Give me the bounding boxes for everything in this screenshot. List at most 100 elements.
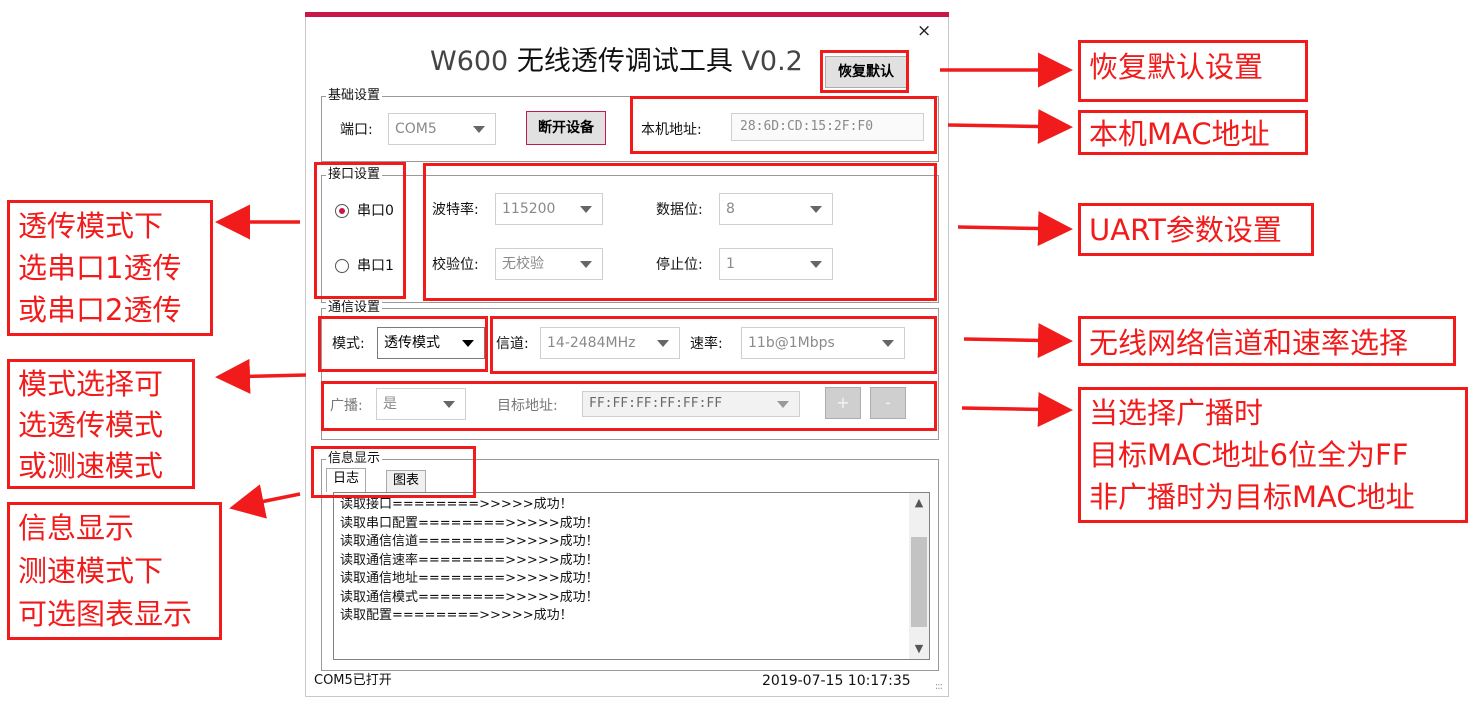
port-value: COM5 [395,121,437,137]
title-version: V0.2 [741,46,803,77]
highlight-interface-radios [314,162,406,299]
highlight-broadcast-target [321,381,937,431]
callout-info-display-line: 可选图表显示 [18,597,193,631]
rate-select[interactable]: 11b@1Mbps [741,327,905,359]
remove-address-button[interactable]: - [870,387,906,419]
callout-port-select-line: 或串口2透传 [18,293,182,327]
tab-log[interactable]: 日志 [326,468,367,492]
mode-label: 模式: [332,336,365,352]
log-output[interactable]: 读取接口========>>>>>成功！ 读取串口配置========>>>>>… [333,492,930,660]
log-line: 读取通信模式========>>>>>成功！ [340,589,599,605]
databits-value: 8 [726,201,735,217]
callout-port-select-line: 透传模式下 [18,209,164,243]
callout-port-select: 透传模式下 选串口1透传 或串口2透传 [7,200,213,336]
resize-grip-icon[interactable]: ::: [934,681,943,692]
title-main: 无线透传调试工具 [516,46,733,77]
baud-value: 115200 [502,201,556,217]
log-line: 读取通信地址========>>>>>成功！ [340,571,599,586]
basic-settings-legend: 基础设置 [326,88,383,104]
log-line: 读取串口配置========>>>>>成功！ [340,515,599,531]
chevron-down-icon [473,126,485,133]
chevron-down-icon [810,206,822,213]
log-line: 读取配置========>>>>>成功！ [340,608,573,623]
log-list: 读取接口========>>>>>成功！ 读取串口配置========>>>>>… [340,496,599,626]
chevron-down-icon[interactable]: ▼ [914,642,924,655]
callout-broadcast-line: 目标MAC地址6位全为FF [1089,438,1409,472]
parity-select[interactable]: 无校验 [495,248,603,280]
chevron-down-icon [777,401,789,408]
callout-mode-select-line: 模式选择可 [18,367,164,401]
arrow-wireless [963,322,1073,358]
rate-label: 速率: [690,336,723,352]
target-address-label: 目标地址: [497,398,558,414]
radio-uart1-label: 串口1 [357,258,394,274]
callout-info-display: 信息显示 测速模式下 可选图表显示 [7,502,222,640]
log-scrollbar[interactable]: ▲ ▼ [909,493,929,659]
status-datetime: 2019-07-15 10:17:35 [762,673,911,689]
info-display-group: 信息显示 [321,451,939,671]
callout-wireless: 无线网络信道和速率选择 [1078,316,1456,366]
comm-settings-group: 通信设置 [321,300,939,440]
callout-port-select-line: 选串口1透传 [18,251,182,285]
tab-chart[interactable]: 图表 [386,470,427,492]
close-icon[interactable]: × [917,21,932,41]
highlight-uart-params [423,163,937,301]
channel-select[interactable]: 14-2484MHz [540,327,680,359]
broadcast-select[interactable]: 是 [376,388,466,420]
arrow-info-display [229,484,301,519]
callout-mac: 本机MAC地址 [1078,110,1308,155]
chevron-up-icon[interactable]: ▲ [914,496,924,509]
radio-uart0-label: 串口0 [357,203,394,219]
channel-value: 14-2484MHz [547,335,636,351]
status-port-state: COM5已打开 [314,673,392,688]
chevron-down-icon [810,261,822,268]
add-address-button[interactable]: + [825,387,861,419]
radio-uart1[interactable] [335,259,349,273]
callout-broadcast-line: 非广播时为目标MAC地址 [1089,480,1415,514]
callout-mode-select: 模式选择可 选透传模式 或测速模式 [7,359,195,489]
mac-address-field: 28:6D:CD:15:2F:F0 [731,113,924,141]
baud-select[interactable]: 115200 [495,193,603,225]
target-address-select[interactable]: FF:FF:FF:FF:FF:FF [582,391,800,417]
mode-value: 透传模式 [384,335,440,351]
arrow-uart [957,210,1073,246]
mode-select[interactable]: 透传模式 [377,327,485,359]
databits-label: 数据位: [656,202,703,218]
chevron-down-icon [462,340,474,347]
radio-uart0[interactable] [335,204,349,218]
port-label: 端口: [340,122,373,138]
disconnect-device-button[interactable]: 断开设备 [526,111,606,145]
mac-label: 本机地址: [641,122,702,138]
chevron-down-icon [882,340,894,347]
reset-defaults-button[interactable]: 恢复默认 [825,56,907,88]
arrow-mode-select [215,358,307,394]
log-line: 读取接口========>>>>>成功！ [340,497,573,512]
info-display-legend: 信息显示 [326,451,383,467]
scrollbar-thumb[interactable] [911,537,927,627]
chevron-down-icon [580,206,592,213]
channel-label: 信道: [496,336,529,352]
chevron-down-icon [443,401,455,408]
highlight-mode [318,316,488,372]
broadcast-value: 是 [383,396,397,412]
highlight-reset-button [820,50,909,93]
callout-info-display-line: 信息显示 [18,511,135,545]
callout-uart: UART参数设置 [1078,203,1314,256]
stopbits-select[interactable]: 1 [719,248,833,280]
chevron-down-icon [657,340,669,347]
callout-info-display-line: 测速模式下 [18,554,164,588]
log-line: 读取通信信道========>>>>>成功！ [340,534,599,549]
chevron-down-icon [580,261,592,268]
port-select[interactable]: COM5 [388,113,496,145]
target-address-value: FF:FF:FF:FF:FF:FF [589,396,723,411]
callout-reset: 恢复默认设置 [1078,40,1308,102]
databits-select[interactable]: 8 [719,193,833,225]
stopbits-value: 1 [726,256,735,272]
callout-broadcast: 当选择广播时 目标MAC地址6位全为FF 非广播时为目标MAC地址 [1078,387,1468,523]
callout-broadcast-line: 当选择广播时 [1089,396,1264,430]
callout-mode-select-line: 选透传模式 [18,408,164,442]
window-accent-bar [305,12,949,17]
app-title: W600 无线透传调试工具 V0.2 [430,45,803,79]
app-window: × W600 无线透传调试工具 V0.2 恢复默认 基础设置 端口: COM5 … [305,12,949,697]
interface-settings-group: 接口设置 [321,167,939,303]
